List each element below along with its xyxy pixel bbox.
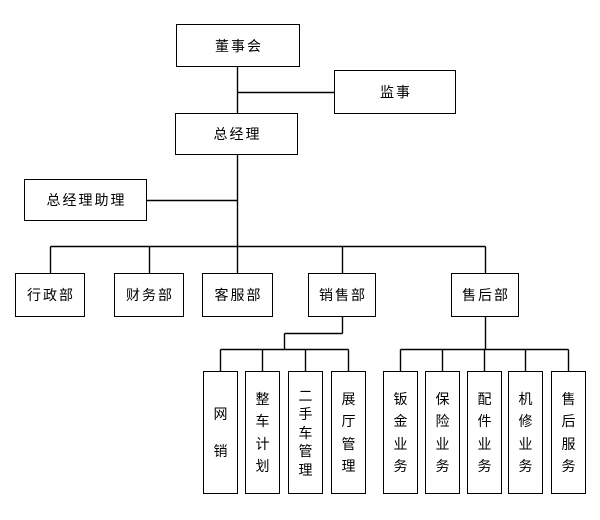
node-supervisor: 监事 bbox=[334, 70, 456, 114]
node-mechanical-repair: 机修业务 bbox=[508, 371, 543, 494]
node-customer-service-dept: 客服部 bbox=[202, 273, 273, 317]
node-showroom-management: 展厅管理 bbox=[331, 371, 366, 494]
node-vehicle-planning: 整车计划 bbox=[245, 371, 280, 494]
node-sheet-metal: 钣金业务 bbox=[383, 371, 418, 494]
node-gm-assistant: 总经理助理 bbox=[24, 179, 147, 221]
node-board: 董事会 bbox=[176, 24, 300, 67]
node-after-sales-dept: 售后部 bbox=[451, 273, 519, 317]
node-online-sales: 网销 bbox=[203, 371, 238, 494]
node-used-car-management: 二手车管理 bbox=[288, 371, 323, 494]
node-admin-dept: 行政部 bbox=[15, 273, 85, 317]
node-finance-dept: 财务部 bbox=[114, 273, 184, 317]
node-general-manager: 总经理 bbox=[175, 113, 298, 155]
node-insurance: 保险业务 bbox=[425, 371, 460, 494]
node-after-sales-service: 售后服务 bbox=[551, 371, 586, 494]
node-parts: 配件业务 bbox=[467, 371, 502, 494]
node-sales-dept: 销售部 bbox=[308, 273, 376, 317]
